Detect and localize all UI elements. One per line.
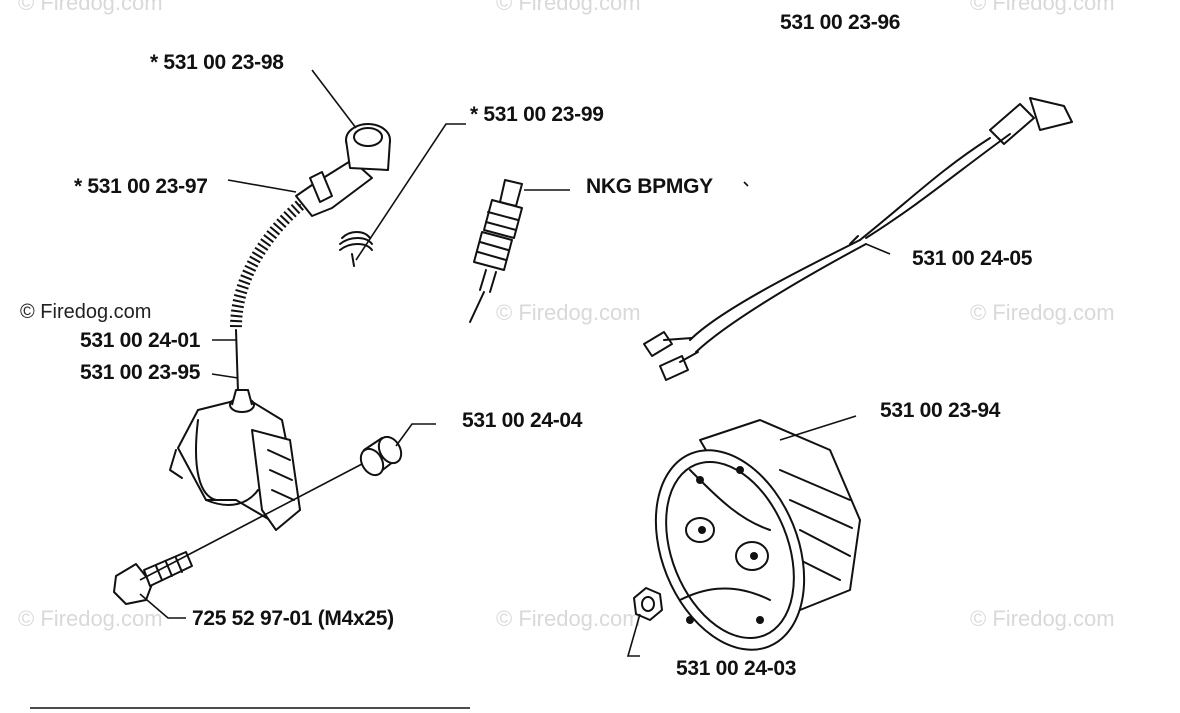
- label-cable: * 531 00 23-97: [74, 175, 208, 198]
- watermark-bottom-right: © Firedog.com: [970, 606, 1115, 631]
- leader-lines: [139, 69, 891, 657]
- label-spark-plug: NKG BPMGY: [586, 175, 713, 198]
- label-nut: 531 00 24-03: [676, 657, 797, 680]
- label-spring: * 531 00 23-99: [470, 103, 604, 126]
- label-spark-plug-cap: * 531 00 23-98: [150, 51, 284, 74]
- label-screw: 725 52 97-01 (M4x25): [192, 607, 394, 630]
- label-flywheel-kit: 531 00 23-96: [780, 11, 901, 34]
- watermark-top-left: © Firedog.com: [18, 0, 163, 15]
- ignition-cable-drawing: [229, 200, 304, 393]
- screw-drawing: [113, 551, 193, 605]
- spark-plug-drawing: [469, 179, 523, 323]
- watermark-mid-left: © Firedog.com: [20, 301, 152, 323]
- spring-drawing: [339, 231, 373, 267]
- watermark-bottom-center: © Firedog.com: [496, 606, 641, 631]
- label-spacer: 531 00 24-04: [462, 409, 583, 432]
- label-coil-a: 531 00 24-01: [80, 329, 201, 352]
- wire-harness-drawing: [643, 97, 1073, 381]
- watermark-top-center: © Firedog.com: [496, 0, 641, 15]
- label-wire-harness: 531 00 24-05: [912, 247, 1033, 270]
- watermark-top-right: © Firedog.com: [970, 0, 1115, 15]
- flywheel-drawing: [654, 419, 861, 651]
- spark-plug-cap-drawing: [295, 123, 391, 217]
- watermark-mid-right: © Firedog.com: [970, 300, 1115, 325]
- spacer-drawing: [359, 435, 403, 477]
- ignition-coil-drawing: [169, 389, 301, 531]
- watermark-bottom-left: © Firedog.com: [18, 606, 163, 631]
- label-coil-b: 531 00 23-95: [80, 361, 201, 384]
- label-flywheel: 531 00 23-94: [880, 399, 1001, 422]
- watermark-mid-center: © Firedog.com: [496, 300, 641, 325]
- nut-drawing: [633, 587, 663, 621]
